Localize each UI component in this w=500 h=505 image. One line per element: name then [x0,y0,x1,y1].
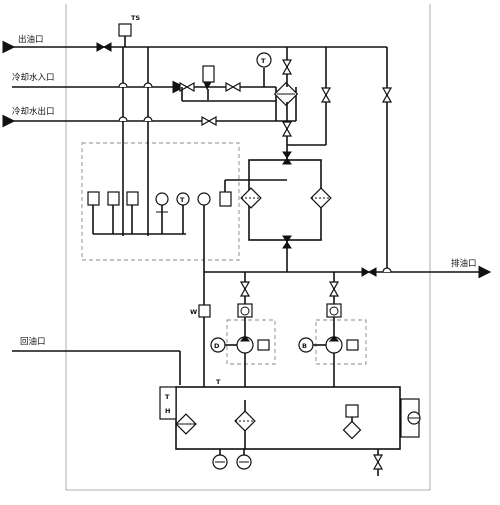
oil-outlet-valve-icon [96,42,112,52]
temperature-gauge-panel-label: T [180,196,185,204]
pressure-gauge-panel-icon [155,192,169,234]
coolant-outlet-label: 冷却水出口 [12,106,55,117]
tank-pressure-switch-icon [345,404,359,418]
pump1-motor-label: D [214,342,220,350]
duplex-filter-loop [248,159,322,241]
temperature-gauge-top-label: T [261,57,266,65]
tank-level-h-label: H [165,407,170,415]
right-riser-valve-icon [381,87,393,103]
instrument-panel-box [81,142,240,261]
filter-loop-bottom-valve-icon [282,235,292,249]
oil-tank [175,386,401,450]
solenoid-valve-icon [202,65,215,83]
tank-level-switch-icon [342,420,362,440]
pump1-control-box [226,319,276,365]
pressure-switch-1-icon [87,191,100,234]
pump1-motor-icon [210,337,226,353]
pump2-motor-icon [298,337,314,353]
flow-switch-icon [198,304,211,318]
temperature-switch-icon [118,23,132,37]
pump1-check-valve-icon [239,281,251,297]
pump2-control-icon [346,339,359,351]
pressure-switch-3-icon [126,191,139,234]
pump2-check-valve-icon [328,281,340,297]
tank-drain-valve-icon [372,454,384,470]
pump2-control-box [315,319,367,365]
temperature-gauge-top-icon [256,52,272,68]
exchanger-bottom-valve-icon [281,121,293,137]
pressure-switch-panel-icon [219,179,287,207]
coolant-inlet-label: 冷却水入口 [12,72,55,83]
tank-top-label: T [216,378,221,386]
flow-switch-label: W [190,308,197,316]
coolant-outlet-valve-icon [201,115,217,127]
drain-valve-icon [361,267,377,277]
oil-return-label: 回油口 [20,336,46,347]
level-indicator-icon [159,386,177,420]
unit-boundary [65,4,431,491]
temperature-switch-label: TS [131,14,140,22]
drain-outlet-label: 排油口 [451,258,477,269]
tank-level-t-label: T [165,393,170,401]
pressure-switch-2-icon [107,191,120,234]
filter-loop-top-valve-icon [282,151,292,165]
pump1-control-icon [257,339,270,351]
pressure-gauge-main-icon [197,192,211,308]
oil-return-line [12,350,181,385]
exchanger-top-valve-icon [281,59,293,75]
pump2-motor-label: B [302,342,307,350]
oil-outlet-label: 出油口 [18,34,44,45]
bypass-valve-icon [320,87,332,103]
temperature-gauge-panel-icon [176,192,190,234]
coolant-inlet-valve-2-icon [225,81,241,93]
